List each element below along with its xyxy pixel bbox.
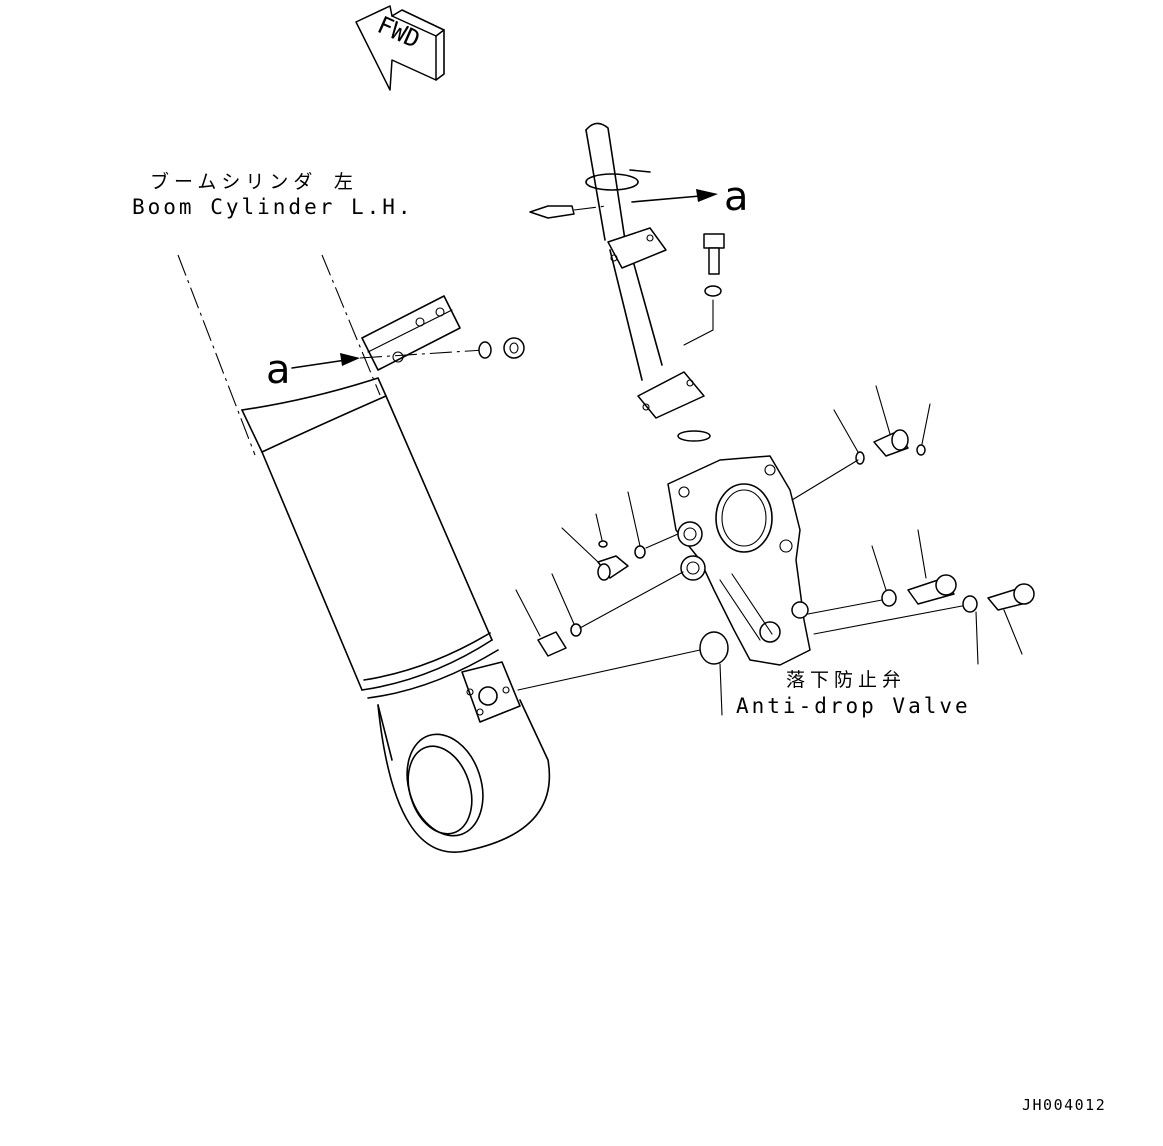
valve-label-jp: 落下防止弁 — [786, 669, 906, 691]
boom-cylinder-label-jp: ブームシリンダ 左 — [150, 170, 358, 193]
fwd-arrow-icon: FWD — [355, 5, 445, 91]
anti-drop-valve — [667, 455, 811, 666]
callout-a-right: a — [724, 174, 749, 220]
drawing-code: JH004012 — [1022, 1096, 1106, 1114]
callout-a-left: a — [266, 347, 291, 393]
left-callout: a — [266, 337, 525, 393]
valve-label-en: Anti-drop Valve — [736, 694, 971, 718]
boom-cylinder — [177, 254, 551, 853]
boom-cylinder-label-en: Boom Cylinder L.H. — [132, 195, 414, 219]
valve-fittings — [515, 385, 1035, 716]
pipe-assembly: a — [529, 122, 749, 442]
